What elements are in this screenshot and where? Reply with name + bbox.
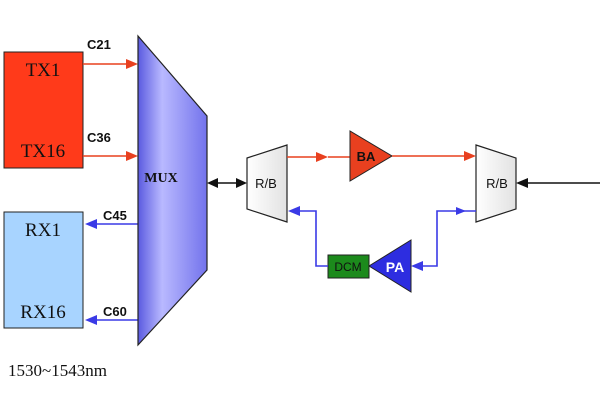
line-input-arrowhead bbox=[516, 178, 528, 188]
channel-c45-label: C45 bbox=[103, 208, 127, 223]
tx16-arrowhead bbox=[126, 151, 138, 161]
ba-amplifier bbox=[349, 130, 393, 182]
pa-amplifier bbox=[368, 239, 412, 293]
rx-block bbox=[3, 211, 84, 329]
rb-right-label: R/B bbox=[486, 176, 508, 191]
channel-c21-label: C21 bbox=[87, 37, 111, 52]
pa-input-arrowhead bbox=[411, 261, 423, 271]
rx-path-from-rb-right bbox=[422, 210, 476, 267]
tx-path-arrowhead-1 bbox=[316, 152, 328, 162]
rb-side-arrowhead bbox=[236, 178, 247, 188]
rx16-arrowhead bbox=[85, 315, 97, 325]
channel-c36-label: C36 bbox=[87, 130, 111, 145]
rx-path-to-rb-left bbox=[299, 210, 328, 267]
rx1-arrowhead bbox=[85, 219, 97, 229]
ba-label: BA bbox=[357, 149, 376, 164]
channel-c60-label: C60 bbox=[103, 304, 127, 319]
mux-side-arrowhead bbox=[207, 178, 218, 188]
tx-block bbox=[3, 51, 84, 169]
tx-path-arrowhead-2 bbox=[464, 151, 476, 161]
tx1-label: TX1 bbox=[26, 60, 61, 81]
pa-label: PA bbox=[386, 259, 404, 275]
rx-path-tick-right bbox=[456, 207, 466, 215]
mux-label: MUX bbox=[144, 171, 177, 186]
wavelength-range-label: 1530~1543nm bbox=[8, 361, 107, 380]
tx1-arrowhead bbox=[126, 59, 138, 69]
rb-left-input-arrowhead bbox=[288, 206, 300, 216]
mux-block bbox=[137, 34, 208, 347]
rb-left-block bbox=[246, 144, 288, 223]
rx16-label: RX16 bbox=[20, 302, 65, 323]
dcm-label: DCM bbox=[334, 260, 361, 274]
rb-left-label: R/B bbox=[255, 176, 277, 191]
rb-right-block bbox=[475, 144, 517, 223]
tx16-label: TX16 bbox=[21, 141, 65, 162]
rx1-label: RX1 bbox=[25, 220, 61, 241]
